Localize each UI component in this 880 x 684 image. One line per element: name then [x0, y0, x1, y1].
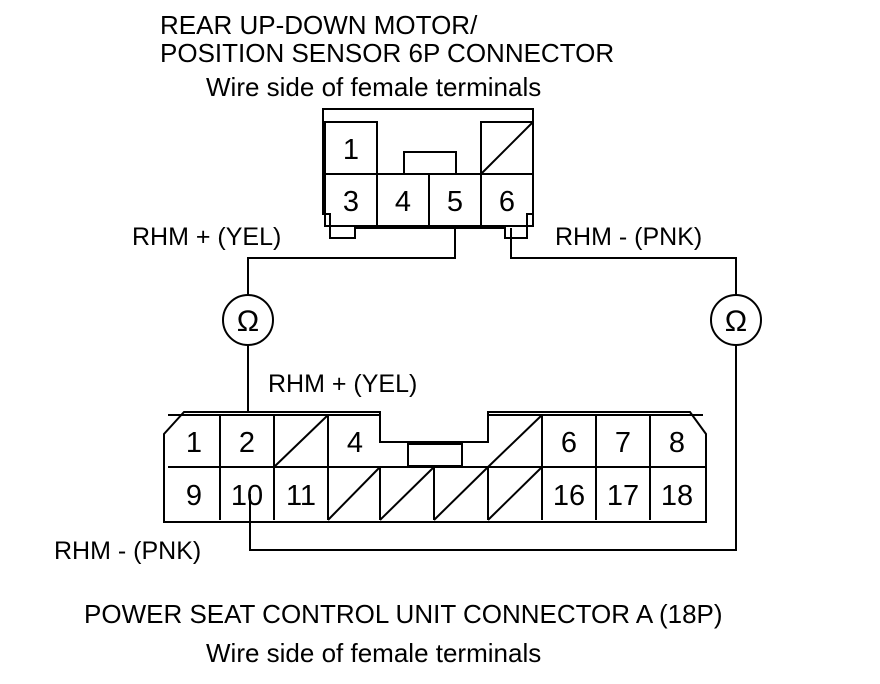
bottom-pin-6: 6: [561, 427, 577, 459]
ohm-symbol-left: Ω: [237, 305, 259, 338]
top-pin-5: 5: [447, 186, 463, 218]
bottom-pin-1: 1: [186, 427, 202, 459]
ohm-symbol-right: Ω: [725, 305, 747, 338]
bottom-connector-housing: [163, 411, 707, 523]
top-pin-1: 1: [343, 134, 359, 166]
bottom-pin-9: 9: [186, 480, 202, 512]
top-pin-3: 3: [343, 186, 359, 218]
top-pin-4: 4: [395, 186, 411, 218]
bottom-pin-4: 4: [347, 427, 363, 459]
label-rhm-plus-top: RHM + (YEL): [132, 223, 281, 251]
bottom-pin-16: 16: [553, 480, 585, 512]
ohmmeter-right-icon: [710, 294, 762, 346]
bottom-connector-subtitle: Wire side of female terminals: [206, 638, 541, 668]
label-rhm-minus-top: RHM - (PNK): [555, 223, 702, 251]
label-rhm-minus-bottom: RHM - (PNK): [54, 537, 201, 565]
top-connector-title-line2: POSITION SENSOR 6P CONNECTOR: [160, 38, 614, 68]
bottom-pin-2: 2: [239, 427, 255, 459]
label-rhm-plus-bottom: RHM + (YEL): [268, 370, 417, 398]
bottom-pin-11: 11: [286, 480, 316, 512]
wire-rhm-plus: [247, 228, 456, 412]
top-connector-subtitle: Wire side of female terminals: [206, 72, 541, 102]
top-pin-6: 6: [499, 186, 515, 218]
bottom-pin-17: 17: [607, 480, 639, 512]
wire-rhm-minus: [249, 228, 737, 551]
bottom-pin-18: 18: [661, 480, 693, 512]
top-connector-title-line1: REAR UP-DOWN MOTOR/: [160, 10, 478, 40]
bottom-pin-10: 10: [231, 480, 263, 512]
bottom-pin-8: 8: [669, 427, 685, 459]
top-connector-housing: [322, 108, 534, 239]
ohmmeter-left-icon: [222, 294, 274, 346]
bottom-connector-title: POWER SEAT CONTROL UNIT CONNECTOR A (18P…: [84, 599, 723, 629]
bottom-pin-7: 7: [615, 427, 631, 459]
